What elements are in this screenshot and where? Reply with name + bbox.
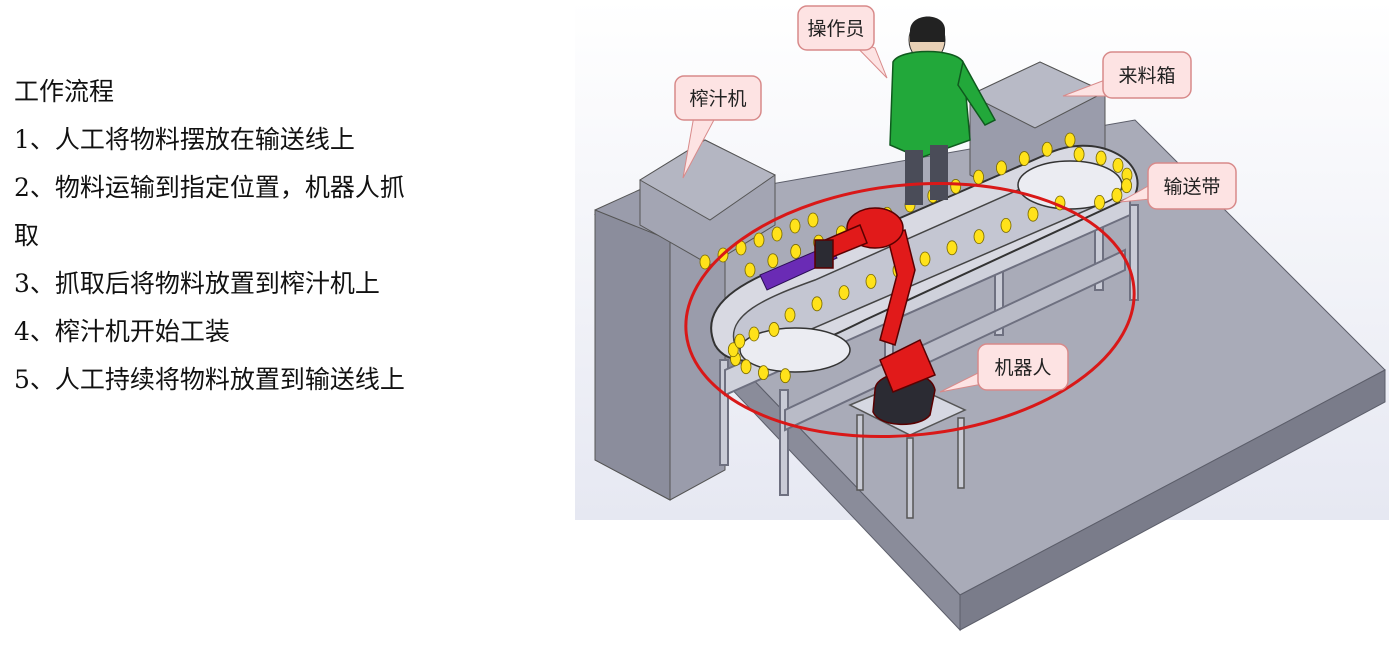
turntable-right — [1017, 160, 1123, 210]
fruit-item — [1064, 132, 1076, 148]
fruit-item — [1018, 151, 1030, 166]
fruit-item — [1095, 150, 1107, 166]
fruit-item — [1027, 206, 1039, 222]
workflow-text: 工作流程 1、人工将物料摆放在输送线上 2、物料运输到指定位置，机器人抓取 3、… — [14, 68, 414, 404]
fruit-item — [740, 359, 752, 375]
callout-juicer: 榨汁机 — [674, 75, 762, 179]
callout-conveyor: 输送带 — [1119, 162, 1237, 210]
workflow-step-2: 2、物料运输到指定位置，机器人抓取 — [14, 173, 405, 250]
highlight-ring — [684, 181, 1136, 439]
fruit-item — [950, 179, 962, 194]
callout-operator: 操作员 — [797, 5, 888, 79]
workflow-step-3: 3、抓取后将物料放置到榨汁机上 — [14, 269, 380, 298]
turntable-left — [739, 327, 851, 373]
fruit-item — [973, 169, 984, 185]
robot-arm — [814, 207, 936, 426]
fruit-item — [807, 212, 819, 228]
fruit-item — [1121, 178, 1133, 194]
fruit-items — [699, 132, 1133, 384]
fruit-item — [838, 285, 850, 301]
callout-feed-box: 来料箱 — [1062, 51, 1192, 99]
callout-juicer-label: 榨汁机 — [689, 88, 746, 110]
fruit-item — [1112, 157, 1124, 173]
workflow-title: 工作流程 — [14, 77, 115, 106]
fruit-item — [1111, 187, 1123, 203]
fruit-item — [1041, 141, 1053, 157]
callout-robot: 机器人 — [939, 343, 1069, 393]
callout-robot-label: 机器人 — [994, 357, 1051, 379]
fruit-item — [779, 368, 791, 384]
fruit-item — [1000, 217, 1012, 233]
workflow-step-5: 5、人工持续将物料放置到输送线上 — [14, 365, 405, 394]
workflow-step-1: 1、人工将物料摆放在输送线上 — [14, 125, 355, 154]
fruit-item — [699, 254, 711, 270]
fruit-item — [1094, 194, 1105, 210]
callout-feed-box-label: 来料箱 — [1118, 65, 1175, 87]
fruit-item — [768, 322, 780, 337]
juicer-machine — [594, 139, 776, 501]
fruit-item — [1073, 146, 1085, 162]
fruit-item — [784, 307, 796, 323]
fruit-item — [865, 273, 877, 289]
fruit-item — [748, 326, 760, 342]
workcell-illustration: 操作员 榨汁机 来料箱 输送带 机器人 — [575, 0, 1389, 632]
fruit-item — [789, 218, 801, 234]
operator-figure — [889, 16, 997, 205]
fruit-item — [767, 253, 779, 269]
fruit-item — [727, 342, 739, 358]
fruit-item — [753, 232, 765, 248]
fruit-item — [758, 365, 769, 381]
fruit-item — [811, 296, 823, 312]
fruit-item — [973, 229, 985, 245]
fruit-item — [946, 240, 958, 256]
workflow-step-4: 4、榨汁机开始工装 — [14, 317, 230, 346]
callout-conveyor-label: 输送带 — [1163, 176, 1220, 198]
fruit-item — [790, 244, 802, 259]
fruit-item — [771, 226, 783, 242]
fruit-item — [996, 160, 1007, 176]
fruit-item — [744, 262, 756, 278]
fruit-item — [734, 333, 746, 349]
fruit-item — [919, 251, 931, 267]
callout-operator-label: 操作员 — [807, 18, 864, 40]
